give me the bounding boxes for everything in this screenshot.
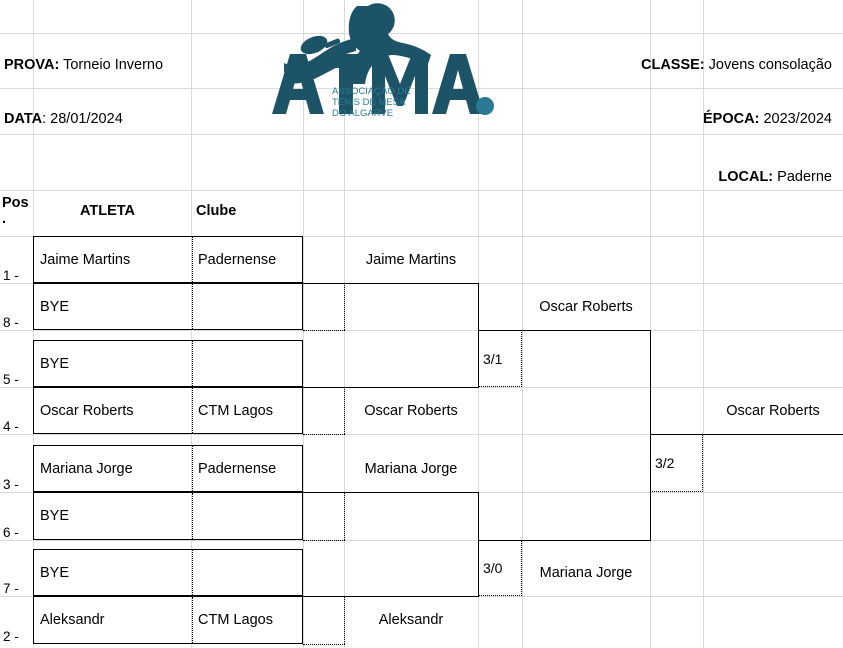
data-field: DATA: 28/01/2024 bbox=[4, 112, 123, 127]
gridline-horizontal bbox=[0, 190, 843, 191]
logo-dot bbox=[476, 97, 494, 115]
round4-winner: Oscar Roberts bbox=[726, 403, 820, 419]
bracket-line bbox=[303, 492, 479, 493]
classe-field: CLASSE: Jovens consolação bbox=[641, 58, 832, 73]
seed-number: 3 - bbox=[3, 477, 19, 492]
bracket-dotted-line bbox=[303, 540, 345, 541]
column-header-clube: Clube bbox=[196, 203, 237, 219]
bracket-dotted-line bbox=[344, 283, 345, 330]
bracket-dotted-line bbox=[303, 330, 345, 331]
bracket-line bbox=[303, 387, 479, 388]
atleta-clube-separator bbox=[192, 237, 193, 282]
round1-player-row[interactable]: Aleksandr CTM Lagos bbox=[33, 596, 303, 644]
bracket-dotted-line bbox=[303, 434, 345, 435]
seed-number: 4 - bbox=[3, 419, 19, 434]
round1-player-row[interactable]: Oscar Roberts CTM Lagos bbox=[33, 387, 303, 434]
round1-player-row[interactable]: BYE bbox=[33, 340, 303, 387]
bracket-line bbox=[303, 596, 479, 597]
data-label: DATA bbox=[4, 111, 43, 127]
round1-player-row[interactable]: BYE bbox=[33, 492, 303, 540]
logo-subtitle-line1: ASSOCIAÇÃO DE bbox=[332, 86, 411, 97]
round1-player-row[interactable]: Mariana Jorge Padernense bbox=[33, 445, 303, 492]
round3-winner: Oscar Roberts bbox=[539, 299, 633, 315]
column-header-pos: Pos . bbox=[2, 195, 29, 227]
local-field: LOCAL: Paderne bbox=[718, 170, 832, 185]
logo-subtitle-line3: DO ALGARVE bbox=[332, 108, 393, 119]
seed-number: 6 - bbox=[3, 525, 19, 540]
bracket-line bbox=[478, 540, 651, 541]
seed-number: 7 - bbox=[3, 581, 19, 596]
seed-number: 8 - bbox=[3, 315, 19, 330]
round1-player-row[interactable]: Jaime Martins Padernense bbox=[33, 236, 303, 283]
pos-label-line1: Pos bbox=[2, 195, 29, 211]
gridline-horizontal bbox=[0, 434, 843, 435]
atleta-clube-separator bbox=[192, 341, 193, 386]
epoca-value: 2023/2024 bbox=[763, 111, 832, 127]
atleta-clube-separator bbox=[192, 388, 193, 433]
player-club: Padernense bbox=[198, 460, 277, 477]
gridline-horizontal bbox=[0, 134, 843, 135]
round2-winner: Oscar Roberts bbox=[364, 403, 458, 419]
classe-value: Jovens consolação bbox=[708, 57, 832, 73]
round1-player-row[interactable]: BYE bbox=[33, 283, 303, 330]
atleta-clube-separator bbox=[192, 493, 193, 539]
atma-logo: ASSOCIAÇÃO DE TENIS DE MESA DO ALGARVE bbox=[272, 2, 494, 120]
atleta-clube-separator bbox=[192, 597, 193, 643]
logo-subtitle-line2: TENIS DE MESA bbox=[332, 97, 406, 108]
player-club: Padernense bbox=[198, 251, 277, 268]
column-header-atleta: ATLETA bbox=[80, 203, 136, 219]
round3-winner: Mariana Jorge bbox=[539, 565, 633, 581]
round2-winner: Jaime Martins bbox=[365, 252, 457, 268]
bracket-line bbox=[650, 434, 843, 435]
gridline-vertical bbox=[650, 0, 651, 648]
atleta-clube-separator bbox=[192, 284, 193, 329]
local-label: LOCAL: bbox=[718, 169, 774, 185]
bracket-dotted-line bbox=[344, 492, 345, 540]
player-name: Oscar Roberts bbox=[40, 402, 134, 419]
player-name: BYE bbox=[40, 564, 70, 581]
round3-score: 3/0 bbox=[478, 540, 522, 596]
player-name: BYE bbox=[40, 298, 70, 315]
gridline-vertical bbox=[522, 0, 523, 648]
pos-label-line2: . bbox=[2, 211, 7, 227]
bracket-dotted-line bbox=[344, 596, 345, 644]
round4-score: 3/2 bbox=[650, 434, 703, 492]
gridline-vertical bbox=[703, 0, 704, 648]
bracket-line bbox=[303, 283, 479, 284]
prova-label: PROVA: bbox=[4, 57, 60, 73]
player-name: Aleksandr bbox=[40, 612, 105, 628]
gridline-vertical bbox=[191, 0, 192, 648]
seed-number: 2 - bbox=[3, 629, 19, 644]
epoca-label: ÉPOCA: bbox=[703, 111, 760, 127]
player-name: BYE bbox=[40, 508, 70, 524]
atleta-clube-separator bbox=[192, 446, 193, 491]
round1-player-row[interactable]: BYE bbox=[33, 549, 303, 596]
seed-number: 5 - bbox=[3, 372, 19, 387]
round2-winner: Mariana Jorge bbox=[364, 461, 458, 477]
atleta-clube-separator bbox=[192, 550, 193, 595]
data-value: : 28/01/2024 bbox=[42, 111, 123, 127]
local-value: Paderne bbox=[777, 169, 832, 185]
gridline-horizontal bbox=[0, 236, 843, 237]
gridline-horizontal bbox=[0, 540, 843, 541]
gridline-vertical bbox=[303, 0, 304, 648]
round3-score: 3/1 bbox=[478, 330, 522, 387]
seed-number: 1 - bbox=[3, 268, 19, 283]
gridline-horizontal bbox=[0, 330, 843, 331]
bracket-line bbox=[478, 330, 651, 331]
player-club: CTM Lagos bbox=[198, 612, 273, 628]
player-club: CTM Lagos bbox=[198, 402, 273, 419]
prova-value: Torneio Inverno bbox=[63, 57, 164, 73]
player-name: Mariana Jorge bbox=[40, 460, 133, 477]
prova-field: PROVA: Torneio Inverno bbox=[4, 58, 163, 73]
bracket-dotted-line bbox=[344, 387, 345, 434]
classe-label: CLASSE: bbox=[640, 57, 705, 73]
epoca-field: ÉPOCA: 2023/2024 bbox=[703, 112, 832, 127]
gridline-horizontal bbox=[0, 33, 843, 34]
player-name: BYE bbox=[40, 355, 70, 372]
round2-winner: Aleksandr bbox=[378, 612, 444, 628]
atma-logo-graphic: ASSOCIAÇÃO DE TENIS DE MESA DO ALGARVE bbox=[272, 3, 494, 119]
player-name: Jaime Martins bbox=[40, 251, 131, 268]
bracket-dotted-line bbox=[303, 644, 345, 645]
